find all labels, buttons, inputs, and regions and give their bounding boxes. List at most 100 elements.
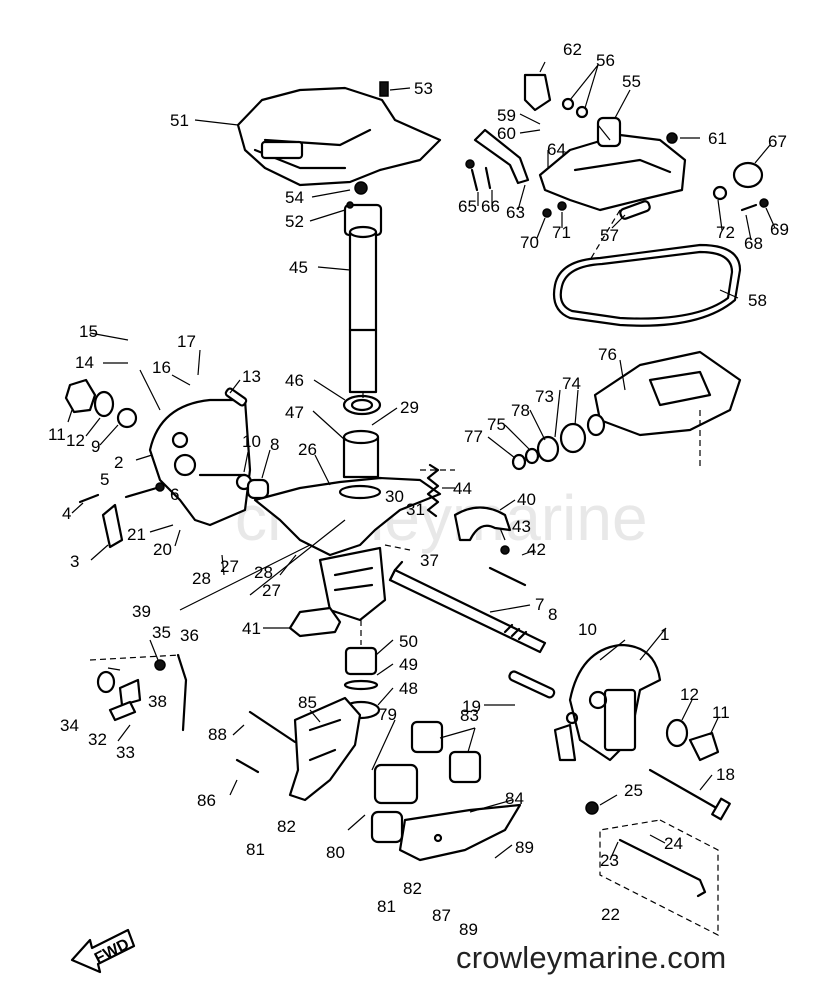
part-58-gasket bbox=[552, 243, 742, 327]
callout-88: 88 bbox=[208, 725, 227, 744]
callout-70: 70 bbox=[520, 233, 539, 252]
callout-41: 41 bbox=[242, 619, 261, 638]
callout-39: 39 bbox=[132, 602, 151, 621]
callout-83: 83 bbox=[460, 706, 479, 725]
callout-82-lower: 82 bbox=[403, 879, 422, 898]
callout-14: 14 bbox=[75, 353, 94, 372]
part-56-washers bbox=[561, 97, 622, 148]
callout-13: 13 bbox=[242, 367, 261, 386]
callout-63: 63 bbox=[506, 203, 525, 222]
part-9-washer bbox=[116, 407, 138, 429]
leader-lines bbox=[67, 61, 776, 861]
part-7-tilt-shaft bbox=[388, 560, 547, 654]
callout-26: 26 bbox=[298, 440, 317, 459]
part-67-72-cap bbox=[712, 161, 769, 212]
callout-15: 15 bbox=[79, 322, 98, 341]
callout-82-upper: 82 bbox=[277, 817, 296, 836]
part-76-bottom-cover bbox=[593, 350, 742, 437]
callout-31: 31 bbox=[406, 500, 425, 519]
callout-19: 19 bbox=[462, 697, 481, 716]
part-54-52-small bbox=[346, 181, 368, 209]
callout-8-left: 8 bbox=[270, 435, 279, 454]
callout-30: 30 bbox=[385, 487, 404, 506]
callout-57: 57 bbox=[600, 226, 619, 245]
callout-40: 40 bbox=[517, 490, 536, 509]
callout-27-left: 27 bbox=[220, 557, 239, 576]
callout-23: 23 bbox=[600, 851, 619, 870]
callout-54: 54 bbox=[285, 188, 304, 207]
callout-46: 46 bbox=[285, 371, 304, 390]
part-55-57-upper-cover bbox=[538, 133, 687, 220]
callout-85: 85 bbox=[298, 693, 317, 712]
callout-10-right: 10 bbox=[578, 620, 597, 639]
part-53-bolt bbox=[379, 81, 389, 97]
callout-69: 69 bbox=[770, 220, 789, 239]
part-11-12-nuts-left bbox=[64, 378, 115, 418]
callout-53: 53 bbox=[414, 79, 433, 98]
part-47-bushing bbox=[342, 429, 380, 479]
callout-27-right: 27 bbox=[262, 581, 281, 600]
callout-87: 87 bbox=[432, 906, 451, 925]
part-42-43-bolt bbox=[488, 545, 527, 587]
callout-16: 16 bbox=[152, 358, 171, 377]
callout-68: 68 bbox=[744, 234, 763, 253]
fwd-arrow-icon: FWD bbox=[70, 928, 136, 974]
part-62-lever bbox=[523, 73, 552, 112]
site-url: crowleymarine.com bbox=[456, 940, 727, 975]
callout-4: 4 bbox=[62, 504, 71, 523]
part-88-86-bolts bbox=[235, 710, 297, 774]
callout-56: 56 bbox=[596, 51, 615, 70]
callout-71: 71 bbox=[552, 223, 571, 242]
callout-59: 59 bbox=[497, 106, 516, 125]
callout-35: 35 bbox=[152, 623, 171, 642]
callout-66: 66 bbox=[481, 197, 500, 216]
callout-28-left: 28 bbox=[192, 569, 211, 588]
callout-75: 75 bbox=[487, 415, 506, 434]
part-79-83-rubber-mounts bbox=[370, 720, 482, 844]
callout-76: 76 bbox=[598, 345, 617, 364]
callout-78: 78 bbox=[511, 401, 530, 420]
part-18-long-bolt bbox=[648, 768, 731, 821]
part-26-swivel-bracket bbox=[253, 476, 442, 622]
callout-47: 47 bbox=[285, 403, 304, 422]
callout-10-left: 10 bbox=[242, 432, 261, 451]
callout-12-left: 12 bbox=[66, 431, 85, 450]
callout-49: 49 bbox=[399, 655, 418, 674]
part-22-25-tilt-rod bbox=[585, 801, 707, 898]
part-13-pin bbox=[224, 387, 248, 407]
part-40-clamp bbox=[453, 506, 512, 542]
part-32-38-lock-assembly bbox=[96, 653, 188, 732]
callout-12-right: 12 bbox=[680, 685, 699, 704]
callout-72: 72 bbox=[716, 223, 735, 242]
callout-84: 84 bbox=[505, 789, 524, 808]
callout-67: 67 bbox=[768, 132, 787, 151]
alignment-lines bbox=[89, 209, 719, 936]
part-11-12-right-nuts bbox=[665, 718, 720, 762]
part-41-bracket bbox=[288, 606, 342, 638]
part-3-4-plate bbox=[78, 493, 124, 549]
callout-80: 80 bbox=[326, 843, 345, 862]
callout-74: 74 bbox=[562, 374, 581, 393]
callout-89-upper: 89 bbox=[515, 838, 534, 857]
callout-60: 60 bbox=[497, 124, 516, 143]
part-44-spring bbox=[426, 463, 440, 518]
callout-32: 32 bbox=[88, 730, 107, 749]
callout-48: 48 bbox=[399, 679, 418, 698]
callout-17: 17 bbox=[177, 332, 196, 351]
callout-1: 1 bbox=[660, 625, 669, 644]
callout-81-upper: 81 bbox=[246, 840, 265, 859]
part-73-78-washers bbox=[511, 413, 606, 471]
callout-42: 42 bbox=[527, 540, 546, 559]
callout-33: 33 bbox=[116, 743, 135, 762]
callout-45: 45 bbox=[289, 258, 308, 277]
part-19-pin bbox=[508, 670, 556, 699]
part-2-left-clamp-bracket bbox=[148, 398, 252, 527]
callout-52: 52 bbox=[285, 212, 304, 231]
part-10-8-bushings-left bbox=[235, 473, 270, 500]
callout-2: 2 bbox=[114, 453, 123, 472]
callout-62: 62 bbox=[563, 40, 582, 59]
callout-38: 38 bbox=[148, 692, 167, 711]
callout-7: 7 bbox=[535, 595, 544, 614]
callout-55: 55 bbox=[622, 72, 641, 91]
